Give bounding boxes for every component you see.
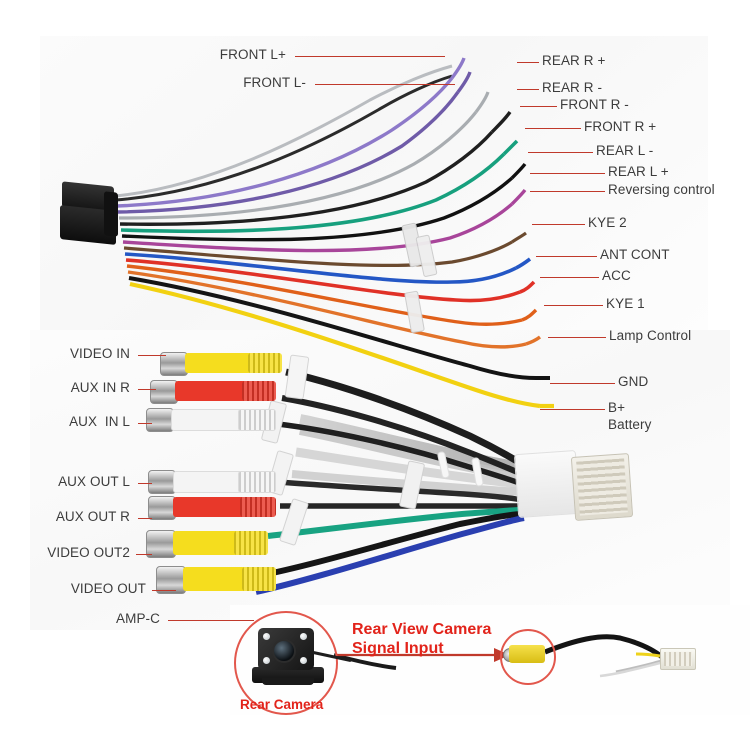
leader-rear-l-plus	[530, 173, 605, 174]
camera-led-icon	[263, 657, 270, 664]
rca-strain-relief	[242, 381, 276, 401]
label-kye-1: KYE 1	[606, 296, 645, 311]
connector-pins	[664, 652, 692, 666]
rca-aux-out-l	[148, 470, 284, 494]
label-aux-in-l: AUX IN L	[69, 414, 130, 429]
rca-body	[173, 497, 257, 517]
rca-body	[185, 353, 265, 373]
camera-lens-icon	[272, 639, 296, 663]
rca-barrel	[148, 470, 176, 494]
leader-front-l-plus	[295, 56, 445, 57]
rca-barrel	[160, 352, 188, 376]
label-front-l-plus: FRONT L+	[219, 47, 286, 62]
label-acc: ACC	[602, 268, 631, 283]
leader-front-r-minus	[520, 106, 557, 107]
rca-strain-relief	[248, 353, 282, 373]
label-ant-cont: ANT CONT	[600, 247, 670, 262]
rca-video-out	[156, 566, 284, 594]
rear-camera-caption: Rear Camera	[240, 697, 324, 712]
leader-aux-in-r	[138, 389, 156, 390]
rca-strain-relief	[242, 567, 276, 591]
label-rear-r-plus: REAR R +	[542, 53, 606, 68]
leader-front-l-minus	[315, 84, 455, 85]
rear-view-camera-signal-input-title: Rear View Camera Signal Input	[352, 621, 492, 657]
label-reversing-control: Reversing control	[608, 182, 715, 197]
label-amp-c: AMP-C	[116, 611, 160, 626]
label-gnd: GND	[618, 374, 649, 389]
label-video-out: VIDEO OUT	[70, 581, 146, 596]
camera-led-icon	[300, 657, 307, 664]
leader-aux-out-l	[138, 483, 152, 484]
yellow-rca-plug	[509, 645, 545, 663]
leader-aux-in-l	[138, 423, 152, 424]
leader-rear-r-minus	[517, 89, 539, 90]
label-rear-l-plus: REAR L +	[608, 164, 669, 179]
rca-aux-in-l	[146, 408, 284, 432]
label-aux-out-r: AUX OUT R	[55, 509, 130, 524]
adapter-plug-highlight-circle	[500, 629, 556, 685]
leader-video-out2	[136, 554, 152, 555]
leader-ant-cont	[536, 256, 597, 257]
rca-barrel	[148, 496, 176, 520]
leader-aux-out-r	[138, 518, 152, 519]
leader-front-r-plus	[525, 128, 581, 129]
label-b-plus-battery: B+ Battery	[608, 400, 652, 432]
rear-camera-highlight-circle	[234, 611, 338, 715]
leader-gnd	[550, 383, 615, 384]
label-front-l-minus: FRONT L-	[243, 75, 306, 90]
leader-reversing-control	[530, 191, 605, 192]
leader-b-plus-battery	[540, 409, 605, 410]
rca-video-out2	[146, 530, 276, 558]
camera-bracket-base	[262, 678, 314, 685]
label-lamp-control: Lamp Control	[609, 328, 692, 343]
rca-strain-relief	[240, 497, 276, 517]
rca-video-in	[160, 352, 290, 376]
label-aux-in-r: AUX IN R	[70, 380, 130, 395]
rca-barrel	[156, 566, 186, 594]
rca-body	[175, 381, 259, 401]
white-multipin-connector	[570, 453, 634, 521]
rca-strain-relief	[234, 531, 268, 555]
leader-amp-c	[168, 620, 254, 621]
rca-barrel	[150, 380, 178, 404]
leader-lamp-control	[548, 337, 606, 338]
leader-rear-r-plus	[517, 62, 539, 63]
rca-barrel	[146, 408, 174, 432]
harness-photo-top	[40, 36, 708, 336]
rca-aux-in-r	[150, 380, 286, 404]
leader-kye-1	[544, 305, 603, 306]
label-aux-out-l: AUX OUT L	[58, 474, 130, 489]
rca-strain-relief	[238, 471, 276, 493]
label-kye-2: KYE 2	[588, 215, 627, 230]
camera-adapter-connector	[660, 648, 696, 670]
label-video-in: VIDEO IN	[69, 346, 130, 361]
leader-video-out	[152, 590, 176, 591]
label-rear-l-minus: REAR L -	[596, 143, 654, 158]
connector-pins	[576, 458, 628, 516]
rca-aux-out-r	[148, 496, 286, 520]
harness-connector-tab	[104, 191, 118, 237]
label-video-out2: VIDEO OUT2	[47, 545, 130, 560]
camera-led-icon	[300, 633, 307, 640]
label-front-r-minus: FRONT R -	[560, 97, 629, 112]
rca-strain-relief	[238, 409, 276, 431]
leader-acc	[540, 277, 599, 278]
leader-video-in	[138, 355, 166, 356]
leader-rear-l-minus	[528, 152, 593, 153]
label-rear-r-minus: REAR R -	[542, 80, 603, 95]
camera-led-icon	[263, 633, 270, 640]
leader-kye-2	[532, 224, 585, 225]
label-front-r-plus: FRONT R +	[584, 119, 657, 134]
